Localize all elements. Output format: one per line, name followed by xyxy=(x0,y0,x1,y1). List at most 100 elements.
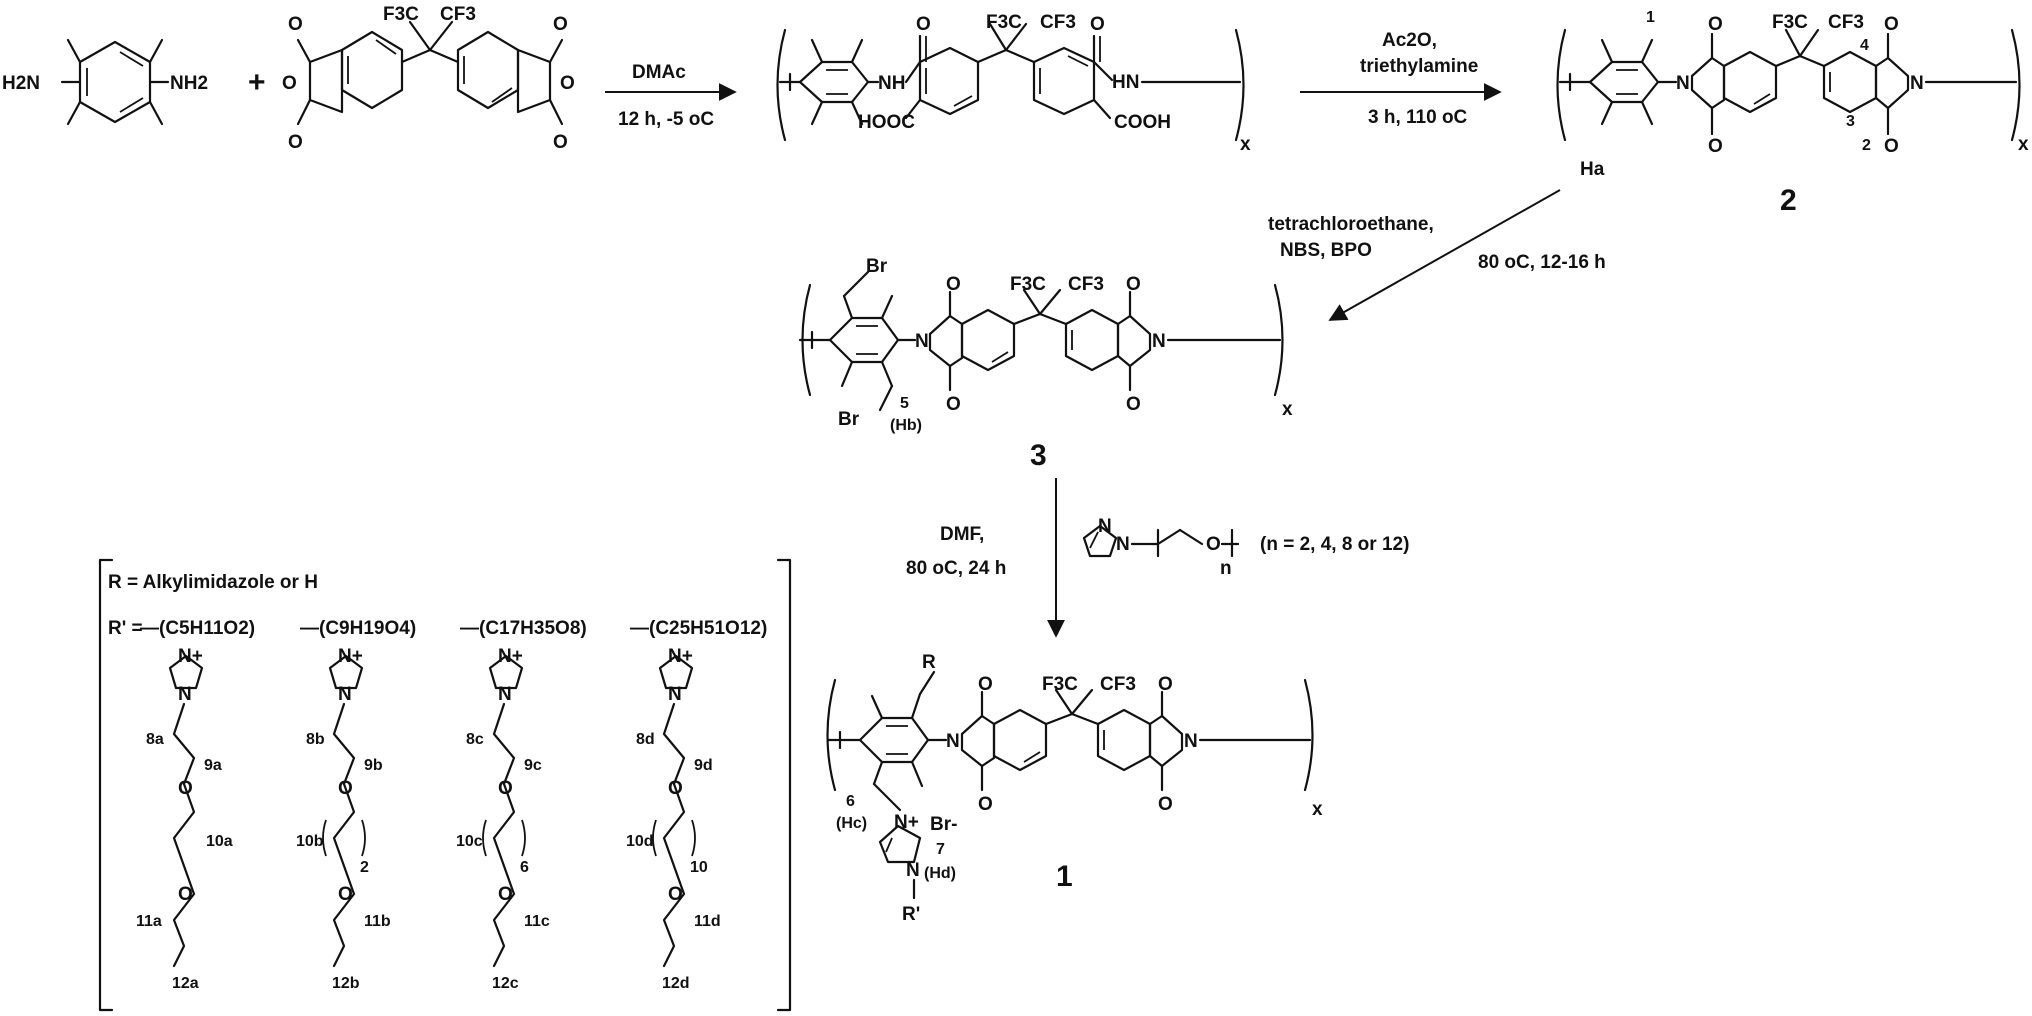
substituent-legend: R = Alkylimidazole or H R' = —(C5H11O2)N… xyxy=(98,558,792,1012)
position-label: 10d xyxy=(626,833,654,850)
position-label: 12b xyxy=(332,975,360,992)
legend-chains: —(C5H11O2)N+N8a9aO10aO11a12a—(C9H19O4)N+… xyxy=(136,618,767,992)
carbonyl-o: O xyxy=(553,14,568,35)
n-label: N xyxy=(906,860,920,881)
carbonyl-o: O xyxy=(916,14,931,35)
position-label: 12c xyxy=(492,975,519,992)
r-label: R xyxy=(922,652,936,673)
position-label: 12a xyxy=(172,975,199,992)
o-label: O xyxy=(668,778,683,799)
position-2: 2 xyxy=(1862,137,1871,154)
position-label: 9a xyxy=(204,757,222,774)
n-plus-label: N+ xyxy=(894,812,919,833)
cf3-label: CF3 xyxy=(1040,12,1076,33)
carbonyl-o: O xyxy=(288,14,303,35)
carbonyl-o: O xyxy=(1126,274,1141,295)
cooh-right: COOH xyxy=(1114,112,1171,133)
hd-label: (Hd) xyxy=(924,865,956,882)
o-label: O xyxy=(178,884,193,905)
position-4: 4 xyxy=(1860,37,1869,54)
position-label: 11b xyxy=(364,913,391,930)
position-label: 9d xyxy=(694,757,713,774)
hb-label: (Hb) xyxy=(890,417,922,434)
chain-formula: —(C5H11O2) xyxy=(140,618,255,639)
n-label: N xyxy=(498,684,512,705)
carbonyl-o: O xyxy=(1158,674,1173,695)
h2n-label: H2N xyxy=(2,73,40,94)
position-label: 11c xyxy=(524,913,550,930)
hn-right: HN xyxy=(1112,72,1139,93)
step2-above-1: Ac2O, xyxy=(1382,30,1437,51)
repeat-x: x xyxy=(1282,399,1293,420)
repeat-count: 2 xyxy=(360,859,369,876)
repeat-count: 6 xyxy=(520,859,529,876)
position-label: 9b xyxy=(364,757,383,774)
n-label: N xyxy=(1152,331,1166,352)
step3-line2: NBS, BPO xyxy=(1280,240,1372,261)
position-label: 8a xyxy=(146,731,164,748)
position-label: 11d xyxy=(694,913,721,930)
ring-o: O xyxy=(560,73,575,94)
step2-above-2: triethylamine xyxy=(1360,56,1478,77)
r-prime-label: R' xyxy=(902,904,920,925)
step2-below: 3 h, 110 oC xyxy=(1368,107,1468,128)
nh2-label: NH2 xyxy=(170,73,208,94)
step4-line1: DMF, xyxy=(940,524,984,545)
step3-line1: tetrachloroethane, xyxy=(1268,214,1434,235)
reagent-note: (n = 2, 4, 8 or 12) xyxy=(1260,534,1409,555)
carbonyl-o: O xyxy=(1158,794,1173,815)
ring-o: O xyxy=(282,73,297,94)
n-label: N xyxy=(1910,73,1924,94)
carbonyl-o: O xyxy=(288,132,303,153)
reagent-n: N xyxy=(1116,534,1130,555)
reagent-o: O xyxy=(1206,534,1221,555)
repeat-count: 10 xyxy=(690,859,708,876)
n-plus-label: N+ xyxy=(338,646,363,667)
polyamic-acid-structure: NH O HOOC F3C CF3 O HN COOH x xyxy=(776,12,1251,155)
position-label: 10a xyxy=(206,833,233,850)
repeat-x: x xyxy=(2018,134,2029,155)
position-6: 6 xyxy=(846,793,855,810)
carbonyl-o: O xyxy=(553,132,568,153)
carbonyl-o: O xyxy=(1884,14,1899,35)
position-label: 8b xyxy=(306,731,325,748)
position-7: 7 xyxy=(936,841,945,858)
polymer-1-structure: R 6 (Hc) N+ Br- N R' 7 (Hd) N O O F3C CF… xyxy=(826,652,1323,925)
dianhydride-structure: O O O O O O F3C CF3 xyxy=(282,4,575,153)
n-label: N xyxy=(178,684,192,705)
o-label: O xyxy=(338,884,353,905)
n-label: N xyxy=(338,684,352,705)
r-definition: R = Alkylimidazole or H xyxy=(108,572,318,593)
cf3-label: CF3 xyxy=(1068,274,1104,295)
br-minus-label: Br- xyxy=(930,814,957,835)
cf3-label: CF3 xyxy=(1100,674,1136,695)
diamine-structure: H2N NH2 xyxy=(2,38,208,126)
f3c-label: F3C xyxy=(1010,274,1046,295)
repeat-x: x xyxy=(1312,799,1323,820)
polymer-3-structure: Br Br 5 (Hb) N O O F3C CF3 O O N x 3 xyxy=(798,256,1293,472)
step4-line2: 80 oC, 24 h xyxy=(906,558,1006,579)
n-plus-label: N+ xyxy=(668,646,693,667)
n-label: N xyxy=(1184,731,1198,752)
polymer-2-structure: N O O F3C CF3 O O N x 1 2 3 4 Ha 2 xyxy=(1556,9,2029,217)
ha-label: Ha xyxy=(1580,159,1605,180)
chain-formula: —(C25H51O12) xyxy=(630,618,767,639)
o-label: O xyxy=(338,778,353,799)
position-label: 12d xyxy=(662,975,690,992)
compound-3-label: 3 xyxy=(1030,439,1047,472)
nh-left: NH xyxy=(878,73,905,94)
hc-label: (Hc) xyxy=(836,815,867,832)
position-5: 5 xyxy=(900,395,909,412)
reaction-arrow-3 xyxy=(1328,189,1561,321)
carbonyl-o: O xyxy=(1708,14,1723,35)
reagent-subscript-n: n xyxy=(1220,558,1232,579)
br-label: Br xyxy=(838,409,860,430)
compound-2-label: 2 xyxy=(1780,184,1797,217)
position-label: 10c xyxy=(456,833,483,850)
f3c-label: F3C xyxy=(1042,674,1078,695)
